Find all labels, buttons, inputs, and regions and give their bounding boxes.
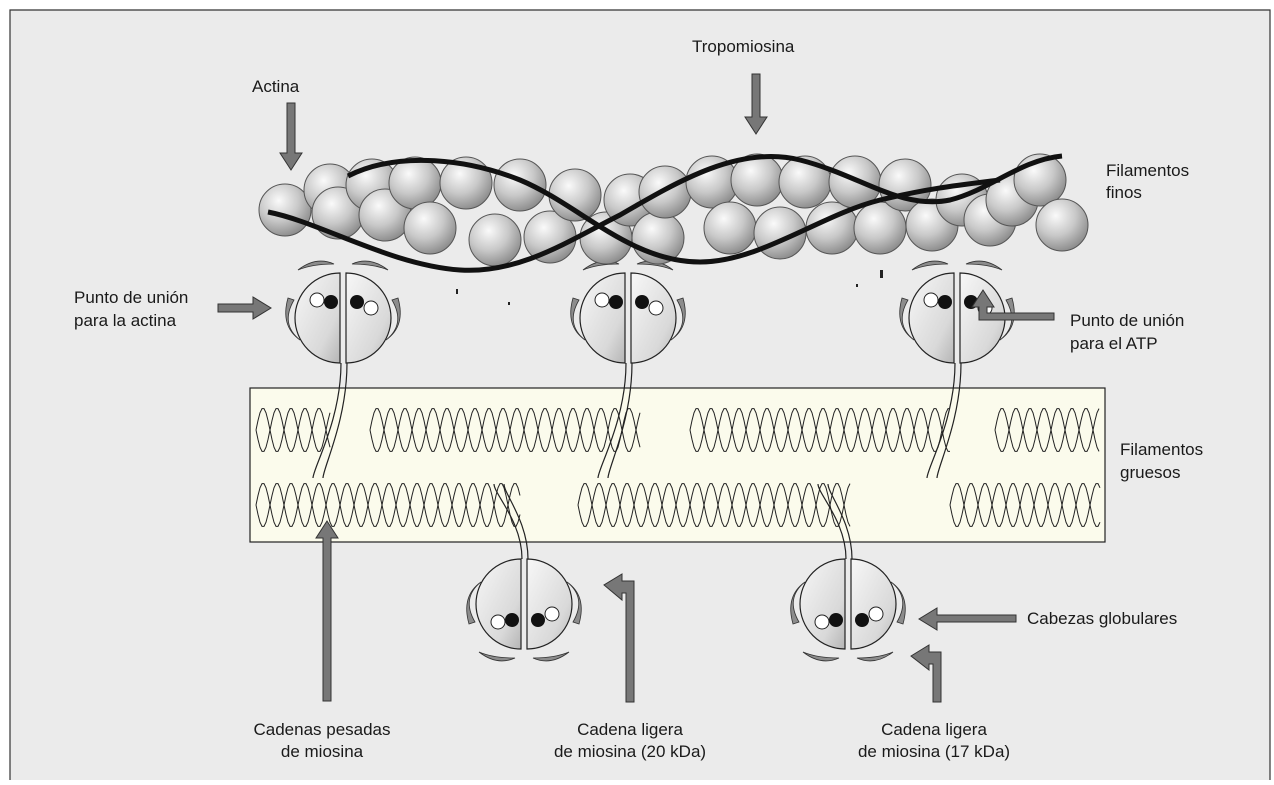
label-punto-union-actina-2: para la actina	[74, 311, 177, 330]
label-punto-union-actina-1: Punto de unión	[74, 288, 188, 307]
atp-site	[364, 301, 378, 315]
label-actina: Actina	[252, 77, 300, 96]
actin-bead	[389, 157, 441, 209]
label-cabezas-globulares: Cabezas globulares	[1027, 609, 1177, 628]
actin-site	[938, 295, 952, 309]
actin-site	[505, 613, 519, 627]
atp-site	[869, 607, 883, 621]
actin-site	[609, 295, 623, 309]
label-cadenas-pesadas-1: Cadenas pesadas	[253, 720, 390, 739]
label-cadenas-pesadas-2: de miosina	[281, 742, 364, 761]
actin-bead	[494, 159, 546, 211]
actin-bead	[469, 214, 521, 266]
atp-site	[595, 293, 609, 307]
atp-site	[545, 607, 559, 621]
label-filamentos-finos-2: finos	[1106, 183, 1142, 202]
actin-bead	[259, 184, 311, 236]
label-cadena-ligera-20-2: de miosina (20 kDa)	[554, 742, 706, 761]
label-punto-union-atp-1: Punto de unión	[1070, 311, 1184, 330]
label-filamentos-gruesos-1: Filamentos	[1120, 440, 1203, 459]
label-cadena-ligera-17-1: Cadena ligera	[881, 720, 987, 739]
label-cadena-ligera-20-1: Cadena ligera	[577, 720, 683, 739]
label-filamentos-finos-1: Filamentos	[1106, 161, 1189, 180]
actin-site	[635, 295, 649, 309]
actin-bead	[1036, 199, 1088, 251]
label-cadena-ligera-17-2: de miosina (17 kDa)	[858, 742, 1010, 761]
thick-filament-band	[250, 388, 1105, 542]
atp-site	[310, 293, 324, 307]
label-tropomiosina: Tropomiosina	[692, 37, 795, 56]
actin-bead	[704, 202, 756, 254]
atp-site	[924, 293, 938, 307]
actin-site	[829, 613, 843, 627]
actin-bead	[404, 202, 456, 254]
label-filamentos-gruesos-2: gruesos	[1120, 463, 1180, 482]
actin-site	[324, 295, 338, 309]
atp-site	[815, 615, 829, 629]
actin-site	[531, 613, 545, 627]
actin-site	[350, 295, 364, 309]
label-punto-union-atp-2: para el ATP	[1070, 334, 1158, 353]
atp-site	[491, 615, 505, 629]
atp-site	[649, 301, 663, 315]
actin-site	[855, 613, 869, 627]
